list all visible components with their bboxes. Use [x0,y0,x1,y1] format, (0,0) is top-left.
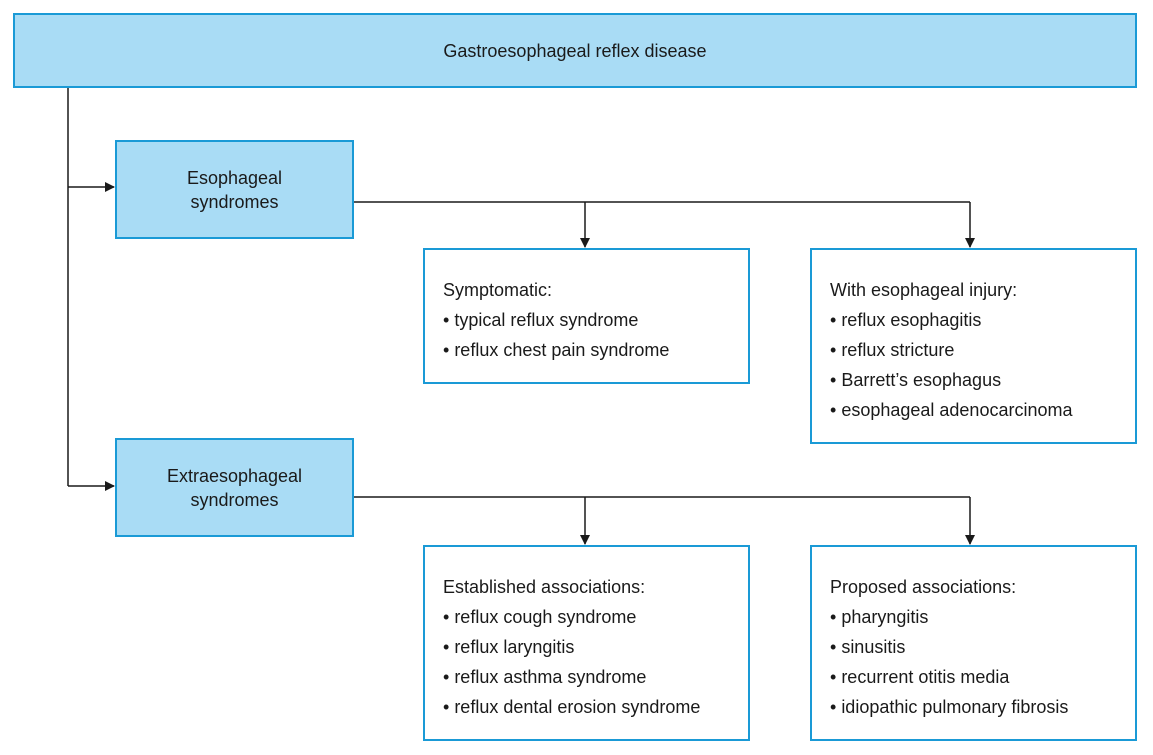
symptomatic-title: Symptomatic: [443,280,553,300]
root-node: Gastroesophageal reflex disease [13,13,1137,88]
esophageal-syndromes-node: Esophageal syndromes [115,140,354,239]
list-item: sinusitis [830,632,1135,662]
list-item: typical reflux syndrome [443,305,748,335]
extraesophageal-syndromes-node: Extraesophageal syndromes [115,438,354,537]
list-item: reflux laryngitis [443,632,748,662]
extraesophageal-syndromes-label: Extraesophageal syndromes [166,465,303,510]
established-associations-title: Established associations: [443,577,646,597]
established-associations-box: Established associations: reflux cough s… [423,545,750,741]
list-item: idiopathic pulmonary fibrosis [830,692,1135,722]
proposed-associations-title: Proposed associations: [830,577,1017,597]
esophageal-syndromes-label: Esophageal syndromes [186,167,283,212]
root-label: Gastroesophageal reflex disease [443,40,707,61]
list-item: reflux cough syndrome [443,602,748,632]
list-item: reflux dental erosion syndrome [443,692,748,722]
symptomatic-box: Symptomatic: typical reflux syndrome ref… [423,248,750,384]
established-associations-list: reflux cough syndrome reflux laryngitis … [443,602,748,722]
proposed-associations-box: Proposed associations: pharyngitis sinus… [810,545,1137,741]
list-item: reflux chest pain syndrome [443,335,748,365]
symptomatic-list: typical reflux syndrome reflux chest pai… [443,305,748,365]
list-item: pharyngitis [830,602,1135,632]
proposed-associations-list: pharyngitis sinusitis recurrent otitis m… [830,602,1135,722]
list-item: reflux asthma syndrome [443,662,748,692]
list-item: reflux stricture [830,335,1135,365]
esophageal-injury-title: With esophageal injury: [830,280,1018,300]
list-item: reflux esophagitis [830,305,1135,335]
list-item: Barrett’s esophagus [830,365,1135,395]
list-item: recurrent otitis media [830,662,1135,692]
esophageal-injury-box: With esophageal injury: reflux esophagit… [810,248,1137,444]
list-item: esophageal adenocarcinoma [830,395,1135,425]
esophageal-injury-list: reflux esophagitis reflux stricture Barr… [830,305,1135,425]
